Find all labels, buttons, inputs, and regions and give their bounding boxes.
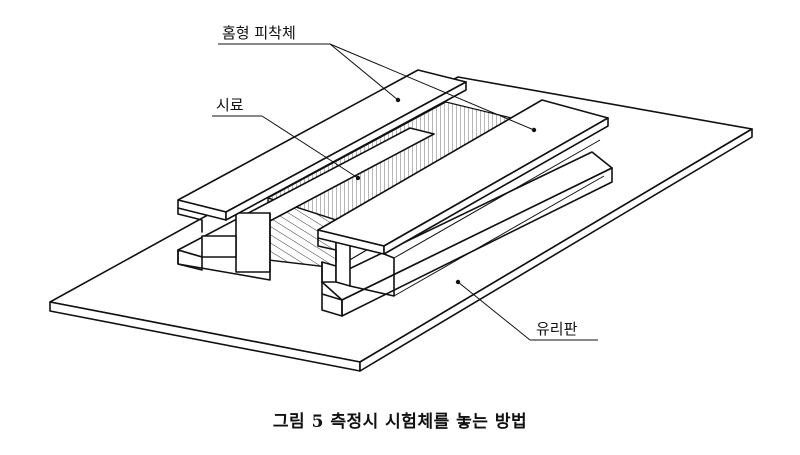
specimen-leader bbox=[261, 115, 359, 179]
glass-plate-leader bbox=[457, 281, 531, 341]
specimen-leader-dot bbox=[355, 175, 361, 181]
adherend-leader-left bbox=[329, 43, 399, 101]
leader-lines bbox=[212, 43, 598, 341]
right-channel-adherend bbox=[317, 99, 613, 317]
adherend-leader-right bbox=[329, 43, 535, 131]
figure-caption: 그림 5 측정시 시험체를 놓는 방법 bbox=[272, 412, 528, 432]
left-channel-adherend bbox=[177, 69, 467, 281]
glass-plate-leader-dot bbox=[455, 279, 461, 285]
glass-plate-label: 유리판 bbox=[536, 320, 578, 338]
adherend-leader-dot-right bbox=[531, 127, 537, 133]
adherend-leader-dot-left bbox=[395, 97, 401, 103]
adherend-label: 홈형 피착체 bbox=[222, 24, 296, 42]
specimen-label: 시료 bbox=[216, 96, 244, 114]
